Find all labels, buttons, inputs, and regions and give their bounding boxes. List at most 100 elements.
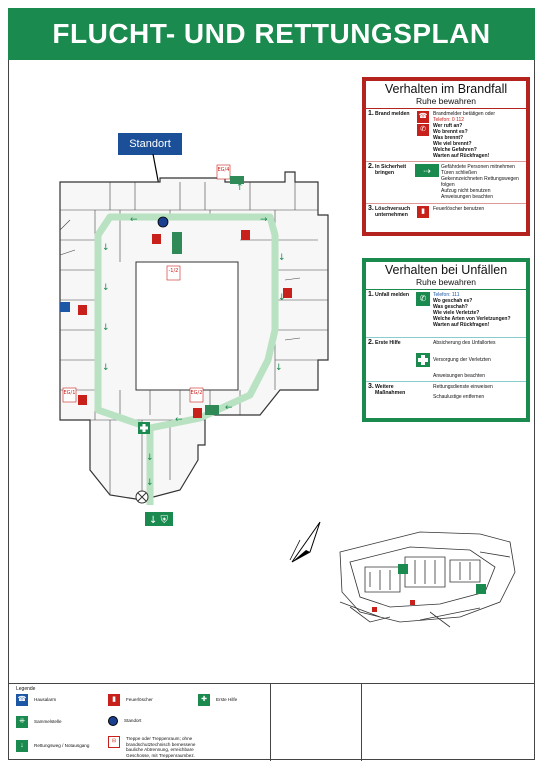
step-text: Gefährdete Personen mitnehmen Türen schl… [441,164,524,201]
stairs-label: EG/2 [191,390,203,396]
legend-item: ✚ Erste Hilfe [198,694,237,706]
step-line: Gekennzeichneten Rettungswegen folgen [441,176,519,188]
telephone-icon: ✆ [417,124,429,136]
first-aid-icon [138,422,150,434]
courtyard [135,261,239,391]
step-line: Welche Arten von Verletzungen? [433,316,511,322]
step-line: Feuerlöscher benutzen [433,206,485,212]
stairs-label: EG/1 [64,390,76,396]
step-label: Brand melden [375,111,410,117]
step-number: 1. [368,291,374,298]
step-line: Welche Gefahren? [433,147,477,153]
fire-extinguisher-icon [241,230,250,240]
fire-panel-header: Verhalten im Brandfall Ruhe bewahren [366,81,526,109]
step-line: Versorgung der Verletzten [433,356,491,363]
fire-extinguisher-icon: ▮ [417,206,429,218]
legend-item: ⁜ Sammelstelle [16,716,62,728]
step-text: Brandmelder betätigen oder Telefon: 0 11… [433,111,524,159]
fire-extinguisher-icon: ▮ [108,694,120,706]
route-arrow: ↓ [102,283,110,293]
step-line: Rettungsdienste einweisen [433,384,493,390]
stairwell [172,232,182,254]
route-arrow: ↓ [275,363,283,373]
legend-label: Treppe oder Treppenraum; ohne brandschut… [126,736,196,758]
assembly-point-icon: ⁜ [16,716,28,728]
standort-callout: Standort [118,133,182,155]
legend-item: ↓ Rettungsweg / Notausgang [16,740,89,752]
accident-panel-heading: Verhalten bei Unfällen [384,263,508,277]
emergency-exit-icon: ↓ ⛨ [145,512,173,526]
accident-step-2: 2. Erste Hilfe Absicherung des Unfallort… [366,338,526,382]
accident-step-3: 3. Weitere Maßnahmen Rettungsdienste ein… [366,382,526,408]
step-line: Aufzug nicht benutzen [441,188,491,194]
assembly-point-icon [476,584,486,594]
stairs-icon: ⊟ [108,736,120,748]
legend-label: Sammelstelle [34,719,62,725]
legend-item: ▮ Feuerlöscher [108,694,153,706]
legend-label: Feuerlöscher [126,697,153,703]
accident-step-1: 1. Unfall melden ✆ Telefon: 111 Wo gesch… [366,290,526,338]
route-arrow: ← [225,403,233,413]
site-markers [372,564,486,612]
fire-extinguisher-icon [283,288,292,298]
step-number: 3. [368,383,374,390]
route-arrow: ↓ [102,363,110,373]
step-line: Absicherung des Unfallortes [433,340,496,346]
house-alarm-icon: ☎ [16,694,28,706]
step-icons [413,384,433,406]
step-line: Wer ruft an? [433,123,463,129]
legend-label: Hausalarm [34,697,57,703]
legend-label: Standort [124,718,142,724]
stairwell [230,176,244,184]
step-icons [413,340,433,379]
step-icons: ⇢ [413,164,441,201]
legend-divider [361,684,362,761]
stairs-label: EG/4 [218,167,230,173]
step-line: Warten auf Rückfragen! [433,153,490,159]
step-number: 2. [368,339,374,346]
route-arrow: ← [130,215,138,225]
fire-step-1: 1. Brand melden ☎ ✆ Brandmelder betätige… [366,109,526,162]
fire-extinguisher-icon [372,607,377,612]
legend-item: Standort [108,716,141,726]
step-number: 3. [368,205,374,212]
fire-step-2: 2. In Sicherheit bringen ⇢ Gefährdete Pe… [366,162,526,204]
floor-plan: ↓ ↓ ↓ ↓ ← → ↓ ↓ ↓ ← ← ↓ ↓ ↑ ↓ ⛨ [59,164,329,526]
route-arrow: ↓ [102,243,110,253]
escape-route-icon: ↓ [16,740,28,752]
fire-extinguisher-icon [152,234,161,244]
step-line: Warten auf Rückfragen! [433,322,490,328]
accident-panel-header: Verhalten bei Unfällen Ruhe bewahren [366,262,526,290]
route-arrow: → [260,215,268,225]
site-location-marker [398,564,408,574]
route-arrow: ↓ [146,478,154,488]
fire-extinguisher-icon [193,408,202,418]
step-line: Wo brennt es? [433,129,468,135]
step-line: Was brennt? [433,135,464,141]
route-arrow: ↓ [278,253,286,263]
location-dot-icon [157,216,169,228]
step-line: Brandmelder betätigen oder [433,111,495,117]
telephone-icon: ✆ [416,292,430,306]
fire-step-3: 3. Löschversuch unternehmen ▮ Feuerlösch… [366,204,526,224]
site-buildings [339,531,516,628]
step-text: Absicherung des Unfallortes Versorgung d… [433,340,524,379]
north-arrow-icon [289,521,321,563]
legend-item: ⊟ Treppe oder Treppenraum; ohne brandsch… [108,736,203,758]
first-aid-icon: ✚ [198,694,210,706]
step-number: 1. [368,110,374,117]
house-alarm-icon [60,302,70,312]
site-map [289,521,516,628]
legend-label: Erste Hilfe [216,697,238,703]
legend-item: ☎ Hausalarm [16,694,56,706]
step-label: Unfall melden [375,292,410,298]
svg-text:↓ ⛨: ↓ ⛨ [149,515,169,526]
emergency-exit-icon: ⇢ [415,164,439,177]
fire-panel-heading: Verhalten im Brandfall [384,82,508,96]
fire-extinguisher-icon [78,305,87,315]
step-number: 2. [368,163,374,170]
step-line: Schaulustige entfernen [433,394,485,400]
legend-label: Rettungsweg / Notausgang [34,743,90,749]
step-line: Anweisungen beachten [441,194,493,200]
route-arrow: ↑ [236,183,244,193]
